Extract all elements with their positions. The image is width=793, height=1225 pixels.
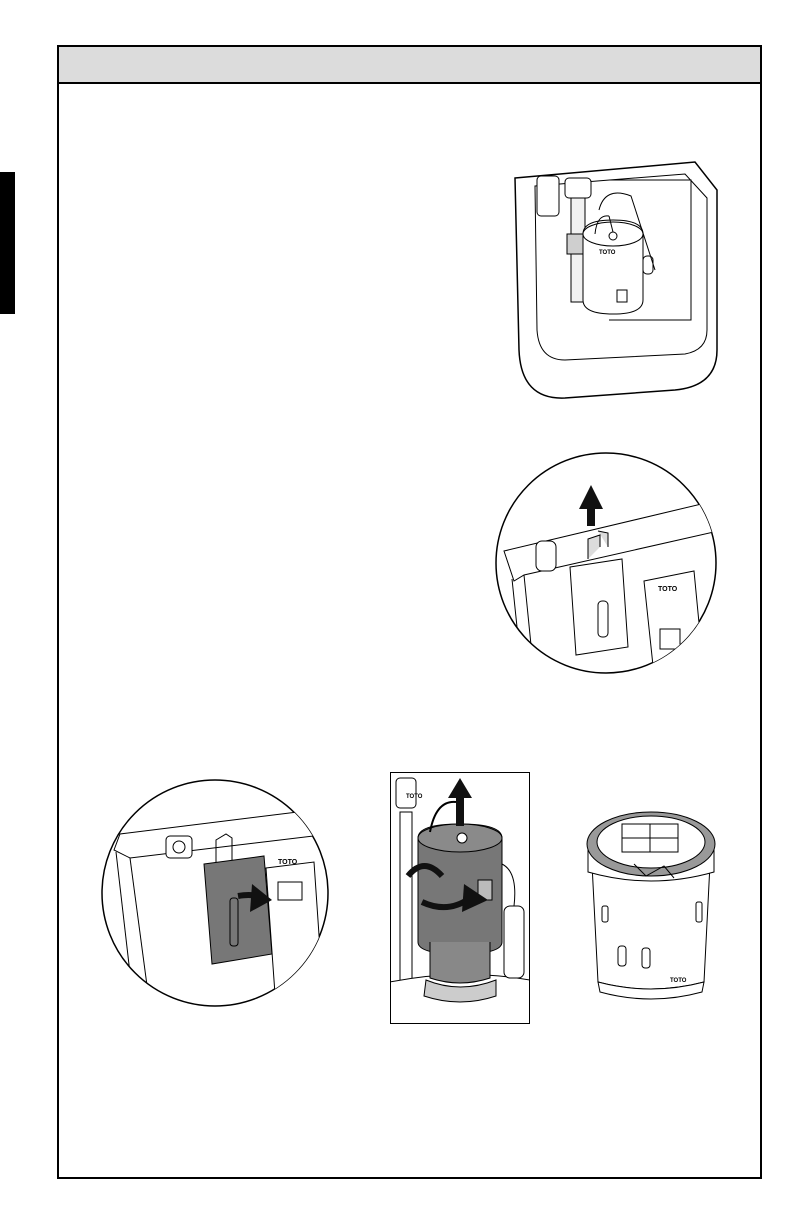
flush-canister-icon: TOTO [578,806,724,1002]
tank-badge-text: TOTO [599,250,616,256]
side-tab-marker [0,172,15,314]
rotate-canister-badge-text: TOTO [406,794,423,800]
header-band [59,47,760,84]
rotate-canister-detail: TOTO [390,772,530,1024]
rotate-canister-illustration: TOTO [390,772,530,1024]
canister-illustration: TOTO [578,806,724,1002]
lift-clip-illustration: TOTO [494,451,718,675]
remove-clip-illustration: TOTO [100,778,330,1008]
lift-clip-badge-text: TOTO [658,586,678,593]
tank-illustration: TOTO [505,150,727,402]
canister-badge-text: TOTO [670,978,687,984]
remove-clip-badge-text: TOTO [278,859,298,866]
toilet-tank-icon: TOTO [505,150,727,402]
lift-clip-detail: TOTO [494,451,718,675]
remove-clip-detail: TOTO [100,778,330,1008]
